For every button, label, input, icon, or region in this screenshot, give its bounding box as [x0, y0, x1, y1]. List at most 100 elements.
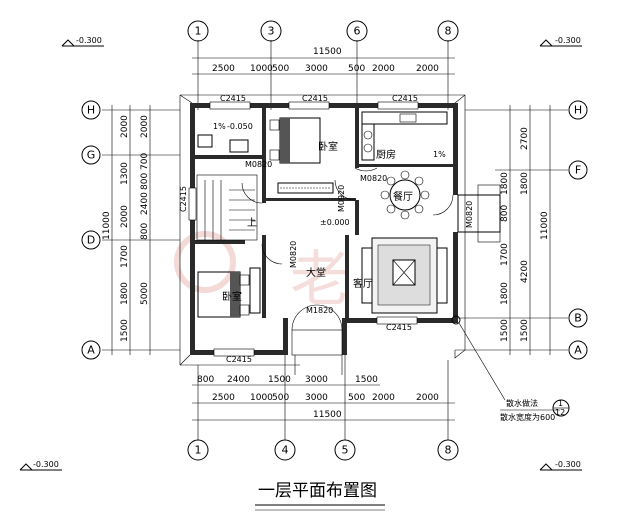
dim-text: 1500: [520, 319, 530, 342]
opening-tags: C2415 C2415 C2415 C2415 C2415 C2415 M082…: [179, 94, 474, 364]
level-mark: -0.300: [555, 36, 581, 45]
axis-top: 1 3 6 8: [187, 20, 459, 110]
dim-text: 1700: [120, 245, 130, 268]
sofa-set: [361, 237, 448, 314]
dim-text: 2000: [120, 115, 130, 138]
slope-label: 1%: [433, 150, 446, 159]
stairs-up-label: 上: [247, 217, 257, 229]
window-tag: C2415: [386, 323, 412, 332]
dimensions-bottom: 800 2400 1500 3000 1500 2500 1000 500 30…: [192, 375, 455, 421]
watermark-text: 老: [290, 245, 350, 315]
axis-label: G: [87, 149, 96, 162]
dim-text: 2500: [212, 393, 235, 403]
dim-text: 800: [197, 375, 214, 385]
dim-text: 4200: [520, 260, 530, 283]
axis-label: F: [575, 164, 581, 177]
axis-bottom: 1 4 5 8: [187, 355, 459, 461]
staircase: [196, 174, 258, 241]
dim-top-total: 11500: [313, 47, 342, 57]
dining-table: [380, 170, 430, 220]
drawing-title: 一层平面布置图: [255, 481, 385, 511]
room-label-living: 客厅: [353, 277, 373, 290]
bath-level: -0.050: [227, 122, 253, 131]
axis-label: A: [574, 344, 582, 357]
dimensions-left: 11000 2000 1300 2000 1700 1800 1500 2000…: [102, 115, 150, 342]
dim-text: 800: [140, 173, 150, 190]
axis-label: B: [574, 312, 582, 325]
note-ref-top: 1: [558, 399, 563, 408]
door-tag: M1820: [306, 306, 333, 315]
dim-text: 2000: [416, 64, 439, 74]
dim-text: 500: [272, 393, 289, 403]
dim-text: 2400: [140, 192, 150, 215]
dim-text: 500: [272, 64, 289, 74]
doors: [241, 167, 454, 331]
axis-label: 4: [282, 444, 289, 457]
furniture: [196, 111, 448, 318]
axis-right: H F B A: [455, 100, 588, 360]
note-ref-bottom: 12: [555, 408, 565, 417]
axis-label: A: [87, 344, 95, 357]
dim-text: 3000: [305, 64, 328, 74]
room-label-hall: 大堂: [306, 266, 326, 279]
axis-left: H G D A: [81, 100, 180, 360]
dim-text: 1000: [250, 393, 273, 403]
dim-text: 2000: [416, 393, 439, 403]
toilet: [197, 134, 213, 148]
dim-text: 800: [140, 223, 150, 240]
room-labels: 卧室 厨房 餐厅 大堂 客厅 卧室 上 ±0.000 -0.050 1% 1%: [213, 122, 446, 303]
corner-level-marks: -0.300 -0.300 -0.300 -0.300: [19, 36, 582, 471]
dim-text: 1500: [120, 319, 130, 342]
dimensions-top: 11500 2500 1000 500 3000 500 2000 2000: [192, 47, 455, 75]
level-mark: -0.300: [33, 460, 59, 469]
dim-text: 3000: [305, 393, 328, 403]
window-tag: C2415: [220, 94, 246, 103]
room-label-bedroom-top: 卧室: [318, 140, 338, 153]
window-tag: C2415: [226, 355, 252, 364]
dim-text: 2000: [120, 205, 130, 228]
axis-label: 1: [195, 444, 202, 457]
dim-text: 1500: [355, 375, 378, 385]
door-tag: M0820: [465, 201, 474, 228]
kitchen-counter: [361, 111, 448, 125]
dim-text: 11000: [102, 211, 112, 240]
note-line2: 散水宽度为600: [500, 412, 555, 422]
dim-text: 2700: [520, 127, 530, 150]
level-mark: -0.300: [76, 36, 102, 45]
axis-label: 8: [445, 444, 452, 457]
dim-text: 1500: [268, 375, 291, 385]
dim-text: 500: [348, 64, 365, 74]
level-mark: -0.300: [555, 460, 581, 469]
dimensions-right: 11000 2700 1800 4200 1500 1800 800 1700 …: [500, 127, 550, 342]
dim-text: 700: [140, 153, 150, 170]
floor-level: ±0.000: [320, 218, 350, 227]
axis-label: D: [87, 234, 95, 247]
axis-label: 6: [354, 25, 361, 38]
door-tag: M0820: [289, 241, 298, 268]
dim-text: 11000: [540, 211, 550, 240]
dim-text: 2000: [372, 64, 395, 74]
window-tag: C2415: [302, 94, 328, 103]
dim-text: 1800: [500, 282, 510, 305]
room-label-kitchen: 厨房: [376, 148, 396, 161]
slope-label: 1%: [213, 122, 226, 131]
axis-label: 8: [445, 25, 452, 38]
dim-text: 5000: [140, 282, 150, 305]
dim-text: 2000: [140, 115, 150, 138]
window-tag: C2415: [179, 186, 188, 212]
building-outline: [179, 94, 501, 375]
room-label-bedroom-bottom: 卧室: [222, 290, 242, 303]
dim-text: 500: [348, 393, 365, 403]
axis-label: 1: [195, 25, 202, 38]
dim-text: 3000: [305, 375, 328, 385]
note-line1: 散水做法: [506, 398, 538, 408]
dim-text: 800: [500, 205, 510, 222]
dim-text: 1500: [500, 319, 510, 342]
page-title: 一层平面布置图: [258, 481, 377, 501]
dim-text: 1300: [120, 162, 130, 185]
window-tag: C2415: [392, 94, 418, 103]
wardrobe-top: [277, 182, 334, 194]
axis-label: 3: [268, 25, 275, 38]
door-tag: M0820: [245, 160, 272, 169]
